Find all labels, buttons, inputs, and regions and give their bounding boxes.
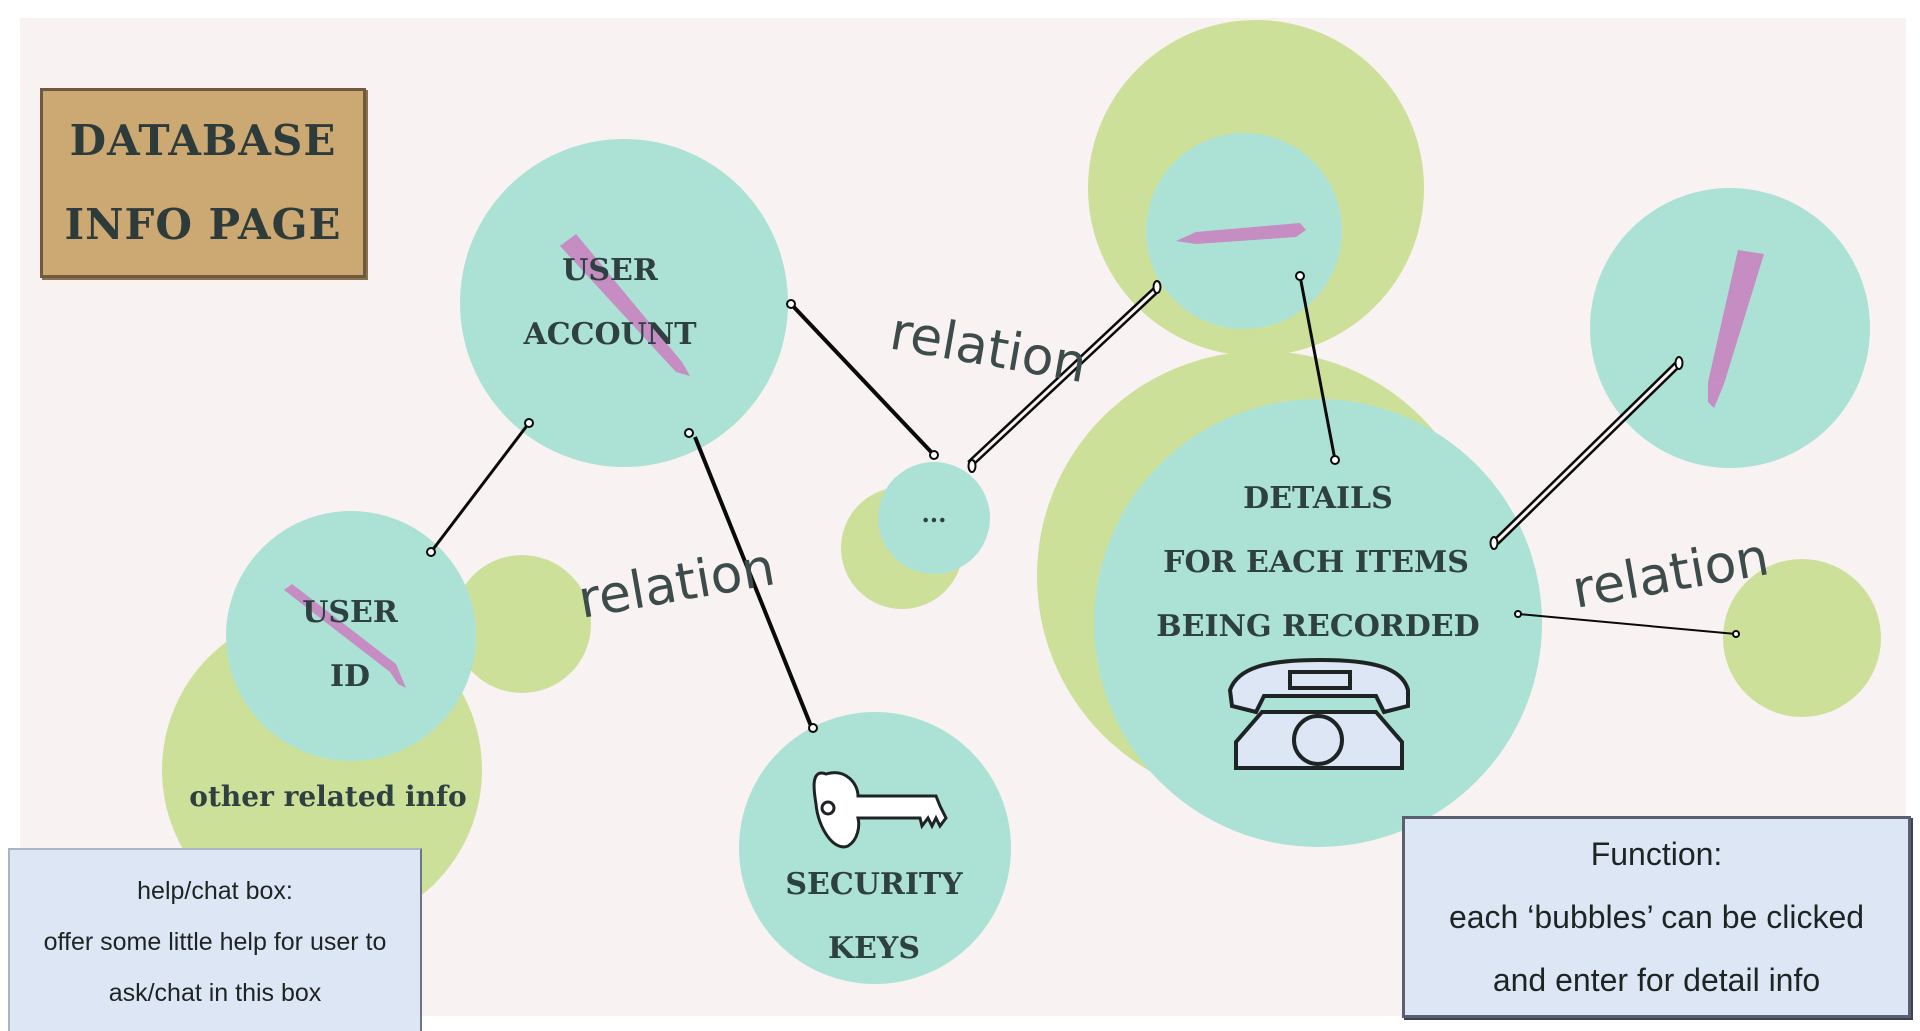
user-id-label-line2: ID: [330, 659, 370, 694]
pen-icon: [560, 234, 690, 376]
details-label-line1: DETAILS: [1243, 481, 1393, 516]
other-info-label: other related info: [189, 780, 466, 813]
help-chat-box[interactable]: help/chat box: offer some little help fo…: [8, 848, 422, 1031]
function-box-line1: Function:: [1590, 835, 1723, 872]
page-title-line1: DATABASE: [69, 116, 337, 165]
page-title-line2: INFO PAGE: [64, 200, 342, 249]
relation-label: relation: [574, 537, 780, 630]
function-note-box: Function: each ‘bubbles’ can be clicked …: [1402, 816, 1911, 1018]
connector-endpoints: [426, 271, 1740, 733]
right-relation-bubble[interactable]: [1723, 559, 1881, 717]
user-id-side-bubble[interactable]: [453, 555, 591, 693]
function-box-line3: and enter for detail info: [1492, 961, 1821, 998]
function-box-line2: each ‘bubbles’ can be clicked: [1448, 898, 1865, 935]
ellipsis-label: ...: [921, 499, 946, 528]
relation-label: relation: [886, 302, 1092, 395]
key-icon: [812, 771, 948, 849]
ellipsis-bubble[interactable]: [878, 462, 990, 574]
details-label-line3: BEING RECORDED: [1156, 609, 1479, 644]
security-keys-label-line1: SECURITY: [785, 867, 963, 902]
pen-icon: [1176, 223, 1306, 244]
user-account-label-line1: USER: [562, 253, 659, 288]
help-box-line3: ask/chat in this box: [108, 978, 322, 1007]
help-box-line2: offer some little help for user to: [43, 927, 387, 956]
user-account-label-line2: ACCOUNT: [522, 317, 697, 352]
security-keys-label-line2: KEYS: [828, 931, 920, 966]
pen-icon: [1708, 250, 1764, 408]
details-label-line2: FOR EACH ITEMS: [1163, 545, 1469, 580]
telephone-icon: [1227, 657, 1410, 770]
details-bubble[interactable]: [1094, 399, 1542, 847]
connector-lines: [429, 275, 1737, 727]
page-title: DATABASE INFO PAGE: [40, 88, 366, 278]
security-keys-bubble[interactable]: [739, 712, 1011, 984]
help-box-line1: help/chat box:: [137, 876, 293, 905]
pen-icon: [284, 584, 406, 688]
user-id-label-line1: USER: [302, 595, 399, 630]
